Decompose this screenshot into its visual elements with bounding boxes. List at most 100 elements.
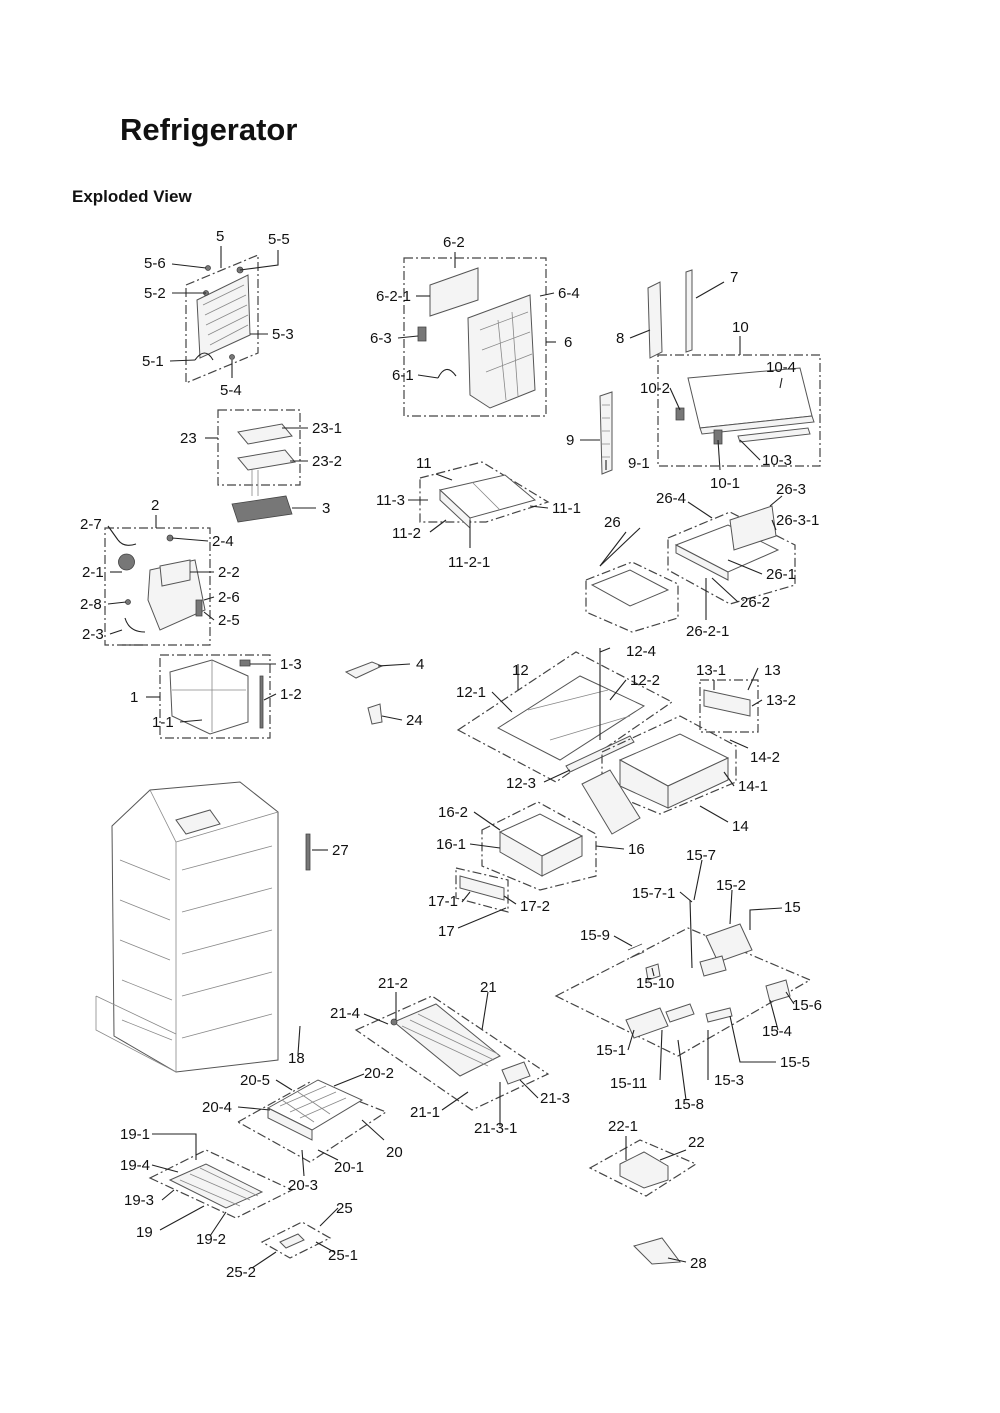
callout-label: 1-2 <box>280 686 302 703</box>
callout-label: 15-6 <box>792 997 822 1014</box>
callout-label: 12-1 <box>456 684 486 701</box>
callout-labels: 5 5-5 5-6 5-2 5-3 5-1 5-4 6-2 6-2-1 6-4 … <box>80 228 822 1281</box>
part-group-15 <box>554 899 812 1057</box>
callout-label: 2-6 <box>218 589 240 606</box>
callout-label: 3 <box>322 500 330 517</box>
part-7-8 <box>647 269 693 359</box>
callout-label: 1 <box>130 689 138 706</box>
callout-label: 26-2-1 <box>686 623 729 640</box>
callout-label: 20-2 <box>364 1065 394 1082</box>
part-group-21 <box>354 995 550 1111</box>
callout-label: 15-8 <box>674 1096 704 1113</box>
callout-label: 21-2 <box>378 975 408 992</box>
callout-label: 10-4 <box>766 359 796 376</box>
callout-label: 11-1 <box>552 500 581 517</box>
callout-label: 20-4 <box>202 1099 232 1116</box>
callout-label: 11 <box>416 455 432 472</box>
callout-label: 15-2 <box>716 877 746 894</box>
callout-label: 15-4 <box>762 1023 792 1040</box>
callout-label: 20-3 <box>288 1177 318 1194</box>
callout-label: 5 <box>216 228 224 245</box>
callout-label: 15-5 <box>780 1054 810 1071</box>
callout-label: 21-4 <box>330 1005 360 1022</box>
callout-label: 22 <box>688 1134 705 1151</box>
part-group-1 <box>159 654 271 739</box>
callout-label: 13-1 <box>696 662 726 679</box>
callout-label: 25 <box>336 1200 353 1217</box>
callout-label: 21-3 <box>540 1090 570 1107</box>
part-group-20 <box>236 1079 388 1163</box>
callout-label: 26 <box>604 514 621 531</box>
page-title: Refrigerator <box>120 112 298 147</box>
callout-label: 19-4 <box>120 1157 150 1174</box>
callout-label: 15 <box>784 899 801 916</box>
callout-label: 23-1 <box>312 420 342 437</box>
callout-label: 15-1 <box>596 1042 626 1059</box>
callout-label: 5-2 <box>144 285 166 302</box>
callout-label: 14-1 <box>738 778 768 795</box>
callout-label: 23 <box>180 430 197 447</box>
callout-label: 23-2 <box>312 453 342 470</box>
callout-label: 5-3 <box>272 326 294 343</box>
part-group-6 <box>403 257 547 417</box>
callout-label: 15-10 <box>636 975 674 992</box>
callout-label: 17 <box>438 923 455 940</box>
callout-label: 5-4 <box>220 382 242 399</box>
callout-label: 19-2 <box>196 1231 226 1248</box>
callout-label: 12-4 <box>626 643 656 660</box>
part-group-2 <box>104 527 211 646</box>
callout-label: 10-3 <box>762 452 792 469</box>
callout-label: 6-2 <box>443 234 465 251</box>
callout-label: 2-2 <box>218 564 240 581</box>
callout-label: 25-1 <box>328 1247 358 1264</box>
callout-label: 16-2 <box>438 804 468 821</box>
callout-label: 11-2-1 <box>448 554 490 571</box>
part-group-12 <box>456 648 674 783</box>
callout-label: 16-1 <box>436 836 466 853</box>
part-group-23 <box>217 409 301 523</box>
callout-label: 20 <box>386 1144 403 1161</box>
callout-label: 20-1 <box>334 1159 364 1176</box>
callout-label: 15-11 <box>610 1075 647 1092</box>
callout-label: 26-3-1 <box>776 512 819 529</box>
callout-label: 24 <box>406 712 423 729</box>
section-title: Exploded View <box>72 187 192 206</box>
callout-label: 6-2-1 <box>376 288 411 305</box>
callout-label: 19-1 <box>120 1126 150 1143</box>
callout-label: 2-5 <box>218 612 240 629</box>
leader-lines <box>107 246 795 1269</box>
callout-label: 15-7-1 <box>632 885 675 902</box>
callout-label: 17-2 <box>520 898 550 915</box>
callout-label: 20-5 <box>240 1072 270 1089</box>
part-group-19 <box>148 1149 294 1219</box>
callout-label: 26-2 <box>740 594 770 611</box>
part-group-13-14 <box>581 679 759 835</box>
callout-label: 9 <box>566 432 574 449</box>
part-4-24 <box>344 661 384 725</box>
callout-label: 12 <box>512 662 529 679</box>
callout-label: 21-3-1 <box>474 1120 517 1137</box>
callout-label: 21-1 <box>410 1104 440 1121</box>
callout-label: 26-1 <box>766 566 796 583</box>
callout-label: 2-8 <box>80 596 102 613</box>
callout-label: 10 <box>732 319 749 336</box>
callout-label: 15-9 <box>580 927 610 944</box>
callout-label: 19 <box>136 1224 153 1241</box>
part-group-26 <box>585 505 796 633</box>
callout-label: 17-1 <box>428 893 458 910</box>
callout-label: 25-2 <box>226 1264 256 1281</box>
callout-label: 2-1 <box>82 564 104 581</box>
callout-label: 2 <box>151 497 159 514</box>
callout-label: 1-3 <box>280 656 302 673</box>
callout-label: 6-3 <box>370 330 392 347</box>
callout-label: 22-1 <box>608 1118 638 1135</box>
callout-label: 2-3 <box>82 626 104 643</box>
callout-label: 5-6 <box>144 255 166 272</box>
callout-label: 11-2 <box>392 525 421 542</box>
callout-label: 5-1 <box>142 353 164 370</box>
callout-label: 6-4 <box>558 285 580 302</box>
callout-label: 15-7 <box>686 847 716 864</box>
part-27 <box>305 833 311 871</box>
callout-label: 4 <box>416 656 424 673</box>
